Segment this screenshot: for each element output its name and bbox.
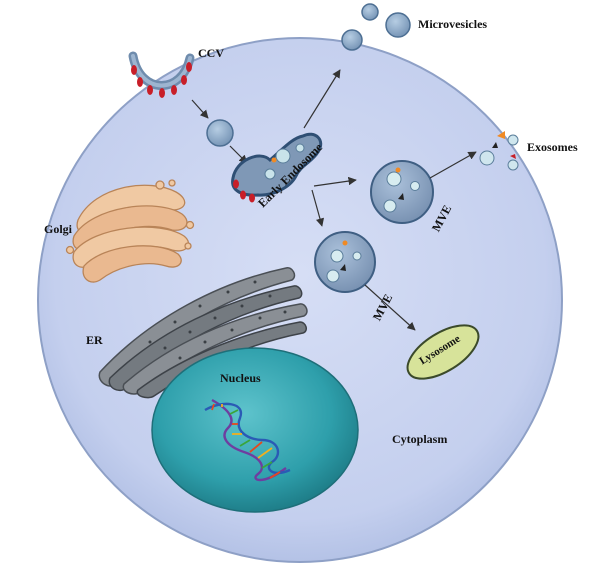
nucleus	[151, 347, 359, 513]
exosomes	[479, 131, 519, 171]
dna-helix-icon	[204, 398, 291, 482]
internalized-vesicle	[206, 119, 234, 147]
label-cytoplasm: Cytoplasm	[392, 432, 448, 446]
label-exosomes: Exosomes	[527, 140, 578, 154]
label-golgi: Golgi	[44, 222, 73, 236]
multivesicular-endosome-2	[314, 231, 376, 293]
golgi-apparatus	[65, 179, 195, 283]
lysosome	[406, 324, 480, 380]
early-endosome	[231, 132, 323, 203]
multivesicular-endosome-1	[370, 160, 434, 224]
label-er: ER	[86, 333, 103, 347]
clathrin-coated-vesicle	[128, 51, 195, 98]
microvesicles	[341, 3, 411, 51]
label-nucleus: Nucleus	[220, 371, 261, 385]
label-ccv: CCV	[198, 46, 224, 60]
label-microvesicles: Microvesicles	[418, 17, 488, 31]
